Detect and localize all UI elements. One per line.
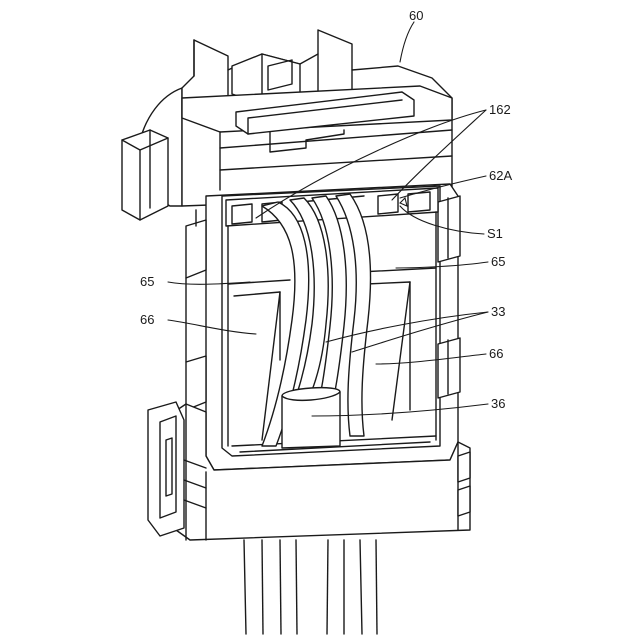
label-65-left: 65 xyxy=(140,274,154,289)
label-s1: S1 xyxy=(487,226,503,241)
label-33: 33 xyxy=(491,304,505,319)
exit-cables xyxy=(244,540,377,634)
label-62a: 62A xyxy=(489,168,512,183)
label-65-right: 65 xyxy=(491,254,505,269)
label-36: 36 xyxy=(491,396,505,411)
label-60: 60 xyxy=(409,8,423,23)
rear-dome xyxy=(122,88,182,220)
seal-grommet xyxy=(282,388,340,448)
label-162: 162 xyxy=(489,102,511,117)
label-66-left: 66 xyxy=(140,312,154,327)
label-66-right: 66 xyxy=(489,346,503,361)
